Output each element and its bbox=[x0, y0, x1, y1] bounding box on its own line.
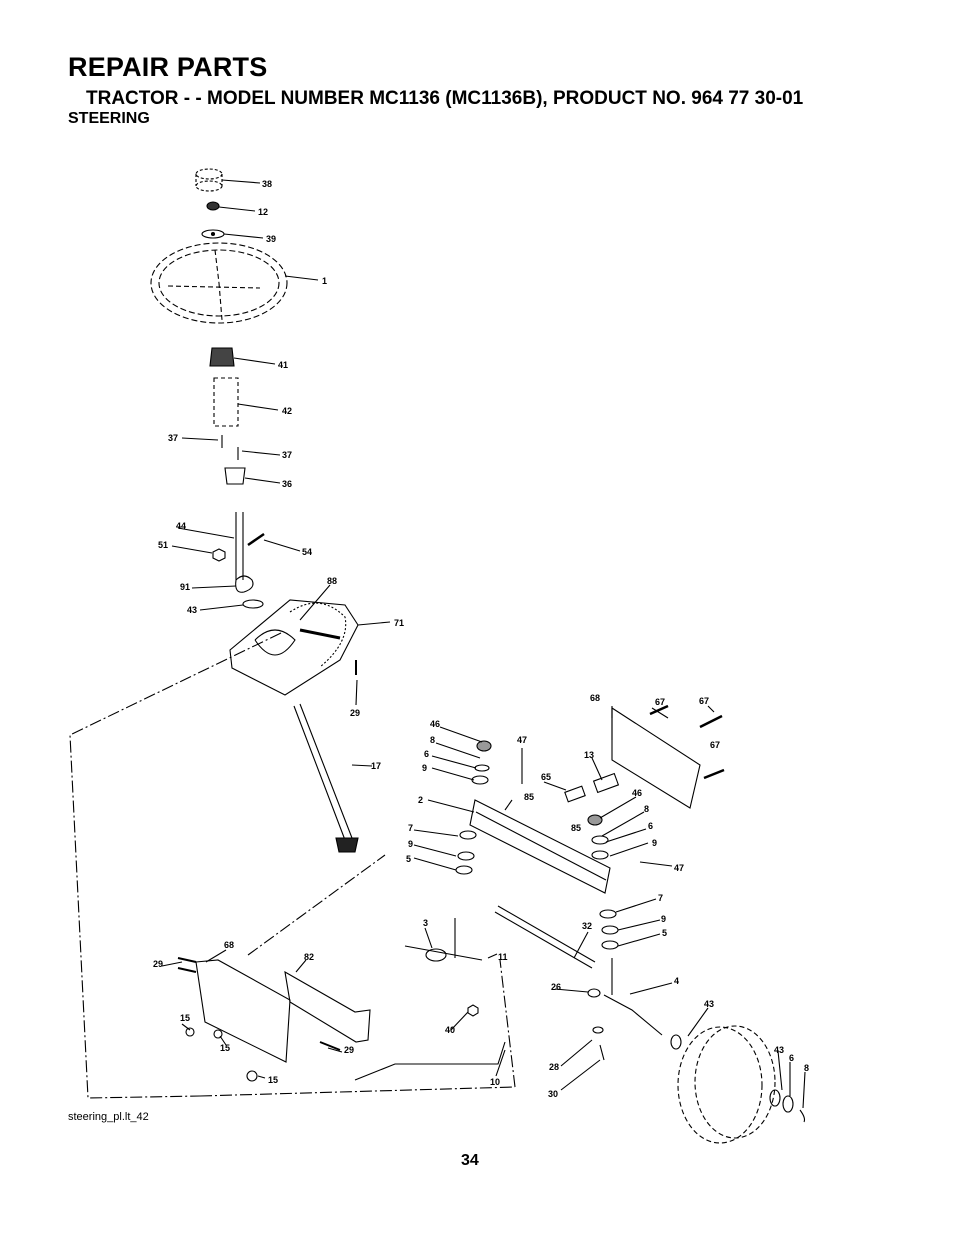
callout-label: 29 bbox=[153, 959, 163, 969]
callout-label: 11 bbox=[498, 952, 508, 962]
callout-label: 43 bbox=[187, 605, 197, 615]
callout-label: 51 bbox=[158, 540, 168, 550]
part-callouts: 38 12 39 1 41 42 37 37 36 44 51 54 91 88… bbox=[153, 179, 809, 1099]
page-title: REPAIR PARTS bbox=[68, 52, 268, 82]
callout-label: 8 bbox=[430, 735, 435, 745]
callout-label: 37 bbox=[282, 450, 292, 460]
page-subtitle: TRACTOR - - MODEL NUMBER MC1136 (MC1136B… bbox=[86, 88, 804, 109]
callout-label: 85 bbox=[571, 823, 581, 833]
callout-label: 6 bbox=[789, 1053, 794, 1063]
callout-label: 68 bbox=[224, 940, 234, 950]
callout-label: 46 bbox=[430, 719, 440, 729]
callout-label: 71 bbox=[394, 618, 404, 628]
callout-label: 13 bbox=[584, 750, 594, 760]
callout-label: 9 bbox=[661, 914, 666, 924]
callout-label: 43 bbox=[704, 999, 714, 1009]
callout-label: 29 bbox=[350, 708, 360, 718]
callout-label: 47 bbox=[674, 863, 684, 873]
callout-label: 65 bbox=[541, 772, 551, 782]
callout-label: 47 bbox=[517, 735, 527, 745]
callout-label: 2 bbox=[418, 795, 423, 805]
callout-label: 9 bbox=[422, 763, 427, 773]
callout-label: 8 bbox=[644, 804, 649, 814]
callout-label: 10 bbox=[490, 1077, 500, 1087]
callout-label: 88 bbox=[327, 576, 337, 586]
callout-label: 38 bbox=[262, 179, 272, 189]
callout-label: 41 bbox=[278, 360, 288, 370]
callout-label: 6 bbox=[424, 749, 429, 759]
callout-label: 3 bbox=[423, 918, 428, 928]
callout-label: 8 bbox=[804, 1063, 809, 1073]
callout-label: 15 bbox=[268, 1075, 278, 1085]
callout-label: 12 bbox=[258, 207, 268, 217]
callout-label: 5 bbox=[406, 854, 411, 864]
page-number: 34 bbox=[461, 1152, 479, 1169]
callout-label: 46 bbox=[632, 788, 642, 798]
callout-label: 9 bbox=[408, 839, 413, 849]
callout-label: 42 bbox=[282, 406, 292, 416]
callout-label: 44 bbox=[176, 521, 186, 531]
callout-label: 32 bbox=[582, 921, 592, 931]
callout-label: 36 bbox=[282, 479, 292, 489]
callout-label: 6 bbox=[648, 821, 653, 831]
callout-label: 67 bbox=[699, 696, 709, 706]
callout-label: 68 bbox=[590, 693, 600, 703]
callout-label: 67 bbox=[710, 740, 720, 750]
callout-label: 82 bbox=[304, 952, 314, 962]
callout-label: 9 bbox=[652, 838, 657, 848]
callout-label: 17 bbox=[371, 761, 381, 771]
callout-label: 29 bbox=[344, 1045, 354, 1055]
callout-label: 85 bbox=[524, 792, 534, 802]
file-reference: steering_pl.lt_42 bbox=[68, 1111, 149, 1123]
callout-label: 30 bbox=[548, 1089, 558, 1099]
callout-label: 26 bbox=[551, 982, 561, 992]
callout-label: 15 bbox=[180, 1013, 190, 1023]
callout-label: 5 bbox=[662, 928, 667, 938]
section-heading: STEERING bbox=[68, 110, 150, 127]
callout-label: 1 bbox=[322, 276, 327, 286]
callout-label: 7 bbox=[658, 893, 663, 903]
callout-label: 37 bbox=[168, 433, 178, 443]
callout-label: 67 bbox=[655, 697, 665, 707]
callout-label: 43 bbox=[774, 1045, 784, 1055]
callout-label: 4 bbox=[674, 976, 679, 986]
callout-label: 39 bbox=[266, 234, 276, 244]
callout-label: 28 bbox=[549, 1062, 559, 1072]
callout-label: 54 bbox=[302, 547, 312, 557]
callout-label: 40 bbox=[445, 1025, 455, 1035]
callout-label: 91 bbox=[180, 582, 190, 592]
diagram-drawing bbox=[69, 168, 806, 1144]
callout-label: 7 bbox=[408, 823, 413, 833]
callout-label: 15 bbox=[220, 1043, 230, 1053]
